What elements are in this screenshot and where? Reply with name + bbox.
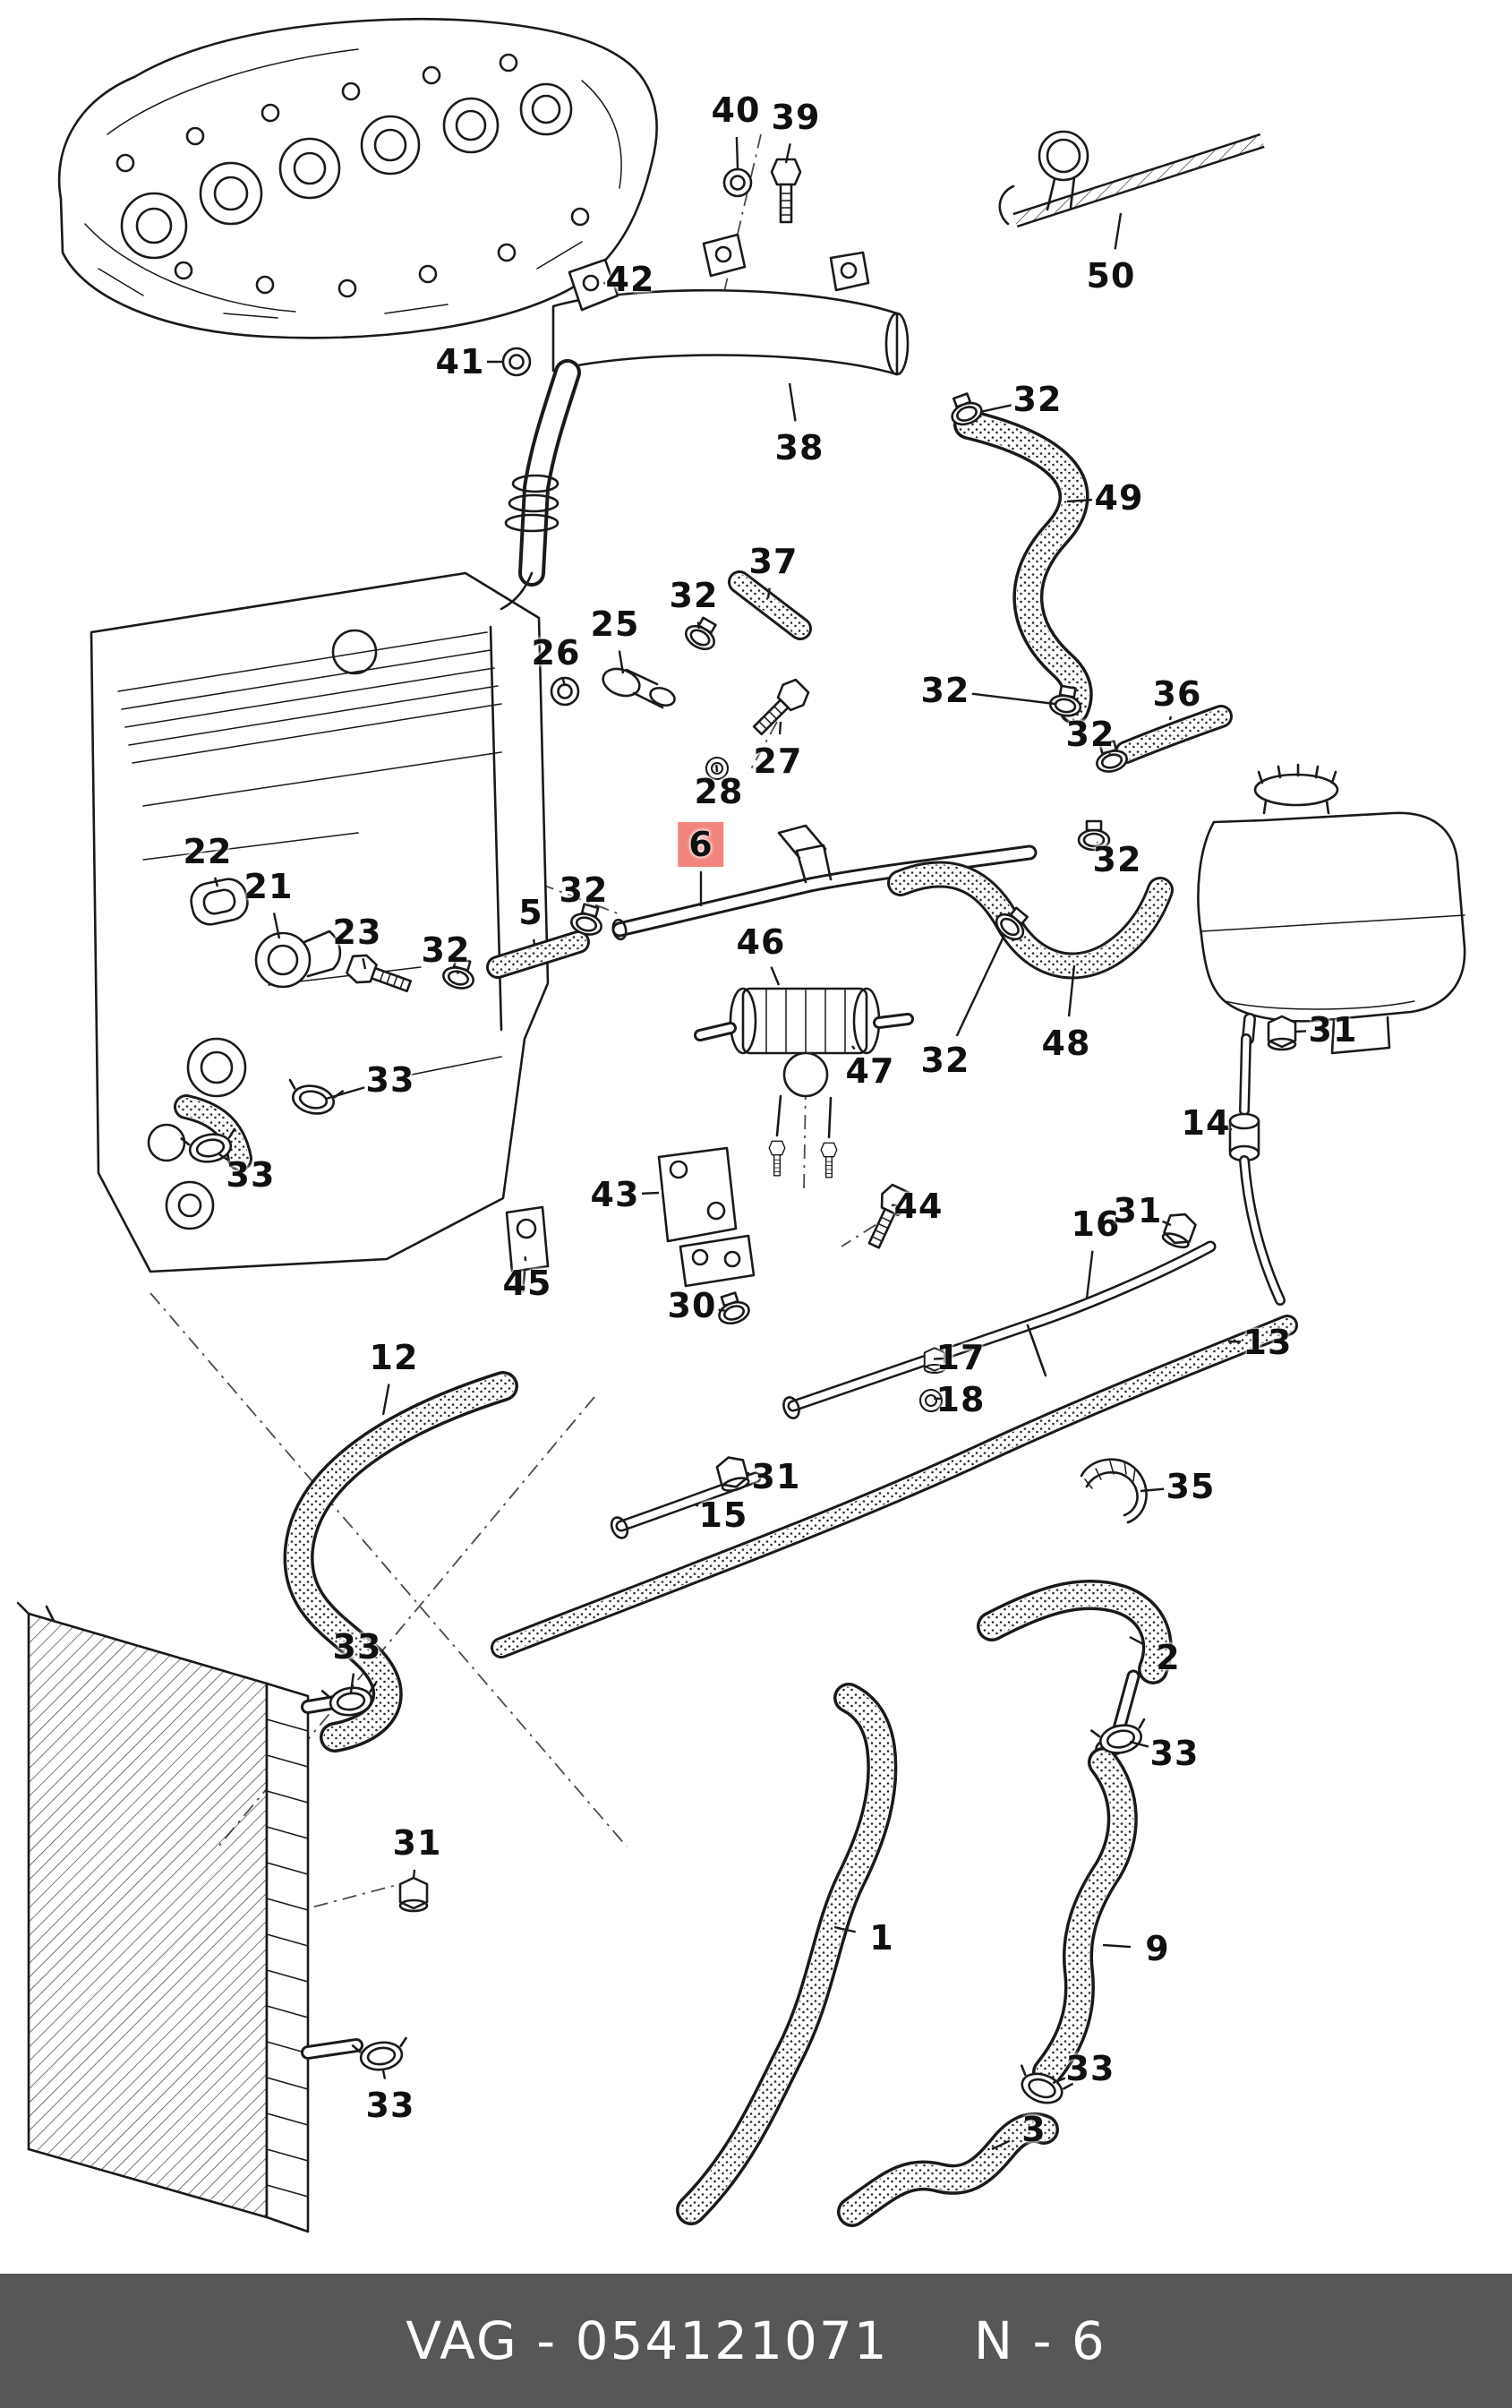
callout-43[interactable]: 43 (590, 1175, 640, 1214)
callout-6[interactable]: 6 (678, 822, 724, 867)
callout-32[interactable]: 32 (421, 930, 471, 970)
engine-block-drawing (90, 571, 550, 1273)
callout-31[interactable]: 31 (1113, 1191, 1163, 1230)
bracket-45 (505, 1205, 550, 1293)
callout-33[interactable]: 33 (365, 2086, 415, 2125)
callout-49[interactable]: 49 (1094, 478, 1144, 518)
callout-50[interactable]: 50 (1086, 256, 1136, 296)
radiator (16, 1601, 363, 2233)
flange-parts-25-26-27-28 (550, 667, 814, 781)
callout-32[interactable]: 32 (669, 576, 719, 615)
clip-35 (1080, 1458, 1148, 1524)
expansion-tank (1197, 763, 1466, 1055)
callout-21[interactable]: 21 (243, 867, 294, 906)
callout-15[interactable]: 15 (698, 1495, 748, 1535)
callout-32[interactable]: 32 (1092, 840, 1142, 879)
callout-33[interactable]: 33 (1065, 2049, 1115, 2088)
flange-21-22-23 (190, 878, 415, 1001)
callout-1[interactable]: 1 (869, 1918, 894, 1958)
callout-18[interactable]: 18 (935, 1380, 986, 1419)
valve-46 (694, 987, 914, 1178)
callout-23[interactable]: 23 (332, 913, 382, 952)
callout-31[interactable]: 31 (392, 1823, 442, 1863)
callout-22[interactable]: 22 (183, 832, 233, 871)
callout-46[interactable]: 46 (736, 922, 786, 962)
bracket-43 (657, 1146, 756, 1288)
callout-33[interactable]: 33 (332, 1627, 382, 1667)
footer-part-number: VAG - 054121071 (406, 2310, 889, 2371)
callout-31[interactable]: 31 (751, 1457, 801, 1496)
callout-5[interactable]: 5 (518, 893, 543, 932)
footer-page-code: N - 6 (973, 2310, 1106, 2371)
callout-32[interactable]: 32 (1012, 380, 1063, 419)
callout-27[interactable]: 27 (753, 741, 803, 781)
callout-48[interactable]: 48 (1041, 1024, 1091, 1063)
callout-33[interactable]: 33 (365, 1060, 415, 1100)
callout-42[interactable]: 42 (605, 260, 655, 299)
callout-16[interactable]: 16 (1071, 1204, 1121, 1244)
callout-39[interactable]: 39 (771, 98, 821, 137)
connector-14 (1228, 1033, 1286, 1306)
callout-32[interactable]: 32 (920, 671, 970, 710)
callout-2[interactable]: 2 (1156, 1638, 1181, 1677)
callout-12[interactable]: 12 (369, 1338, 419, 1377)
callout-35[interactable]: 35 (1166, 1467, 1216, 1506)
callout-36[interactable]: 36 (1152, 674, 1202, 714)
callout-30[interactable]: 30 (667, 1286, 717, 1325)
callout-33[interactable]: 33 (1149, 1734, 1200, 1773)
callout-32[interactable]: 32 (1065, 715, 1115, 754)
callout-38[interactable]: 38 (774, 428, 824, 467)
callout-31[interactable]: 31 (1308, 1010, 1358, 1050)
cable-tie-50 (998, 130, 1265, 228)
pipe-16 (782, 1240, 1217, 1419)
callout-14[interactable]: 14 (1181, 1103, 1231, 1143)
callout-44[interactable]: 44 (893, 1187, 944, 1226)
footer-bar: VAG - 054121071 N - 6 (0, 2274, 1512, 2408)
callout-45[interactable]: 45 (502, 1264, 552, 1303)
callout-40[interactable]: 40 (711, 90, 761, 130)
callout-3[interactable]: 3 (1021, 2110, 1046, 2149)
callout-17[interactable]: 17 (935, 1338, 986, 1377)
callout-28[interactable]: 28 (694, 772, 744, 811)
callout-9[interactable]: 9 (1145, 1929, 1170, 1968)
callout-26[interactable]: 26 (531, 633, 581, 673)
callout-37[interactable]: 37 (748, 542, 799, 581)
callout-47[interactable]: 47 (845, 1051, 895, 1091)
callout-32[interactable]: 32 (920, 1041, 970, 1080)
cylinder-head-drawing (57, 17, 658, 339)
callout-33[interactable]: 33 (226, 1155, 276, 1195)
callout-32[interactable]: 32 (559, 870, 609, 910)
callout-13[interactable]: 13 (1243, 1323, 1293, 1362)
callout-41[interactable]: 41 (435, 342, 485, 381)
callout-25[interactable]: 25 (590, 604, 640, 644)
water-manifold-pipe-38 (500, 233, 910, 611)
